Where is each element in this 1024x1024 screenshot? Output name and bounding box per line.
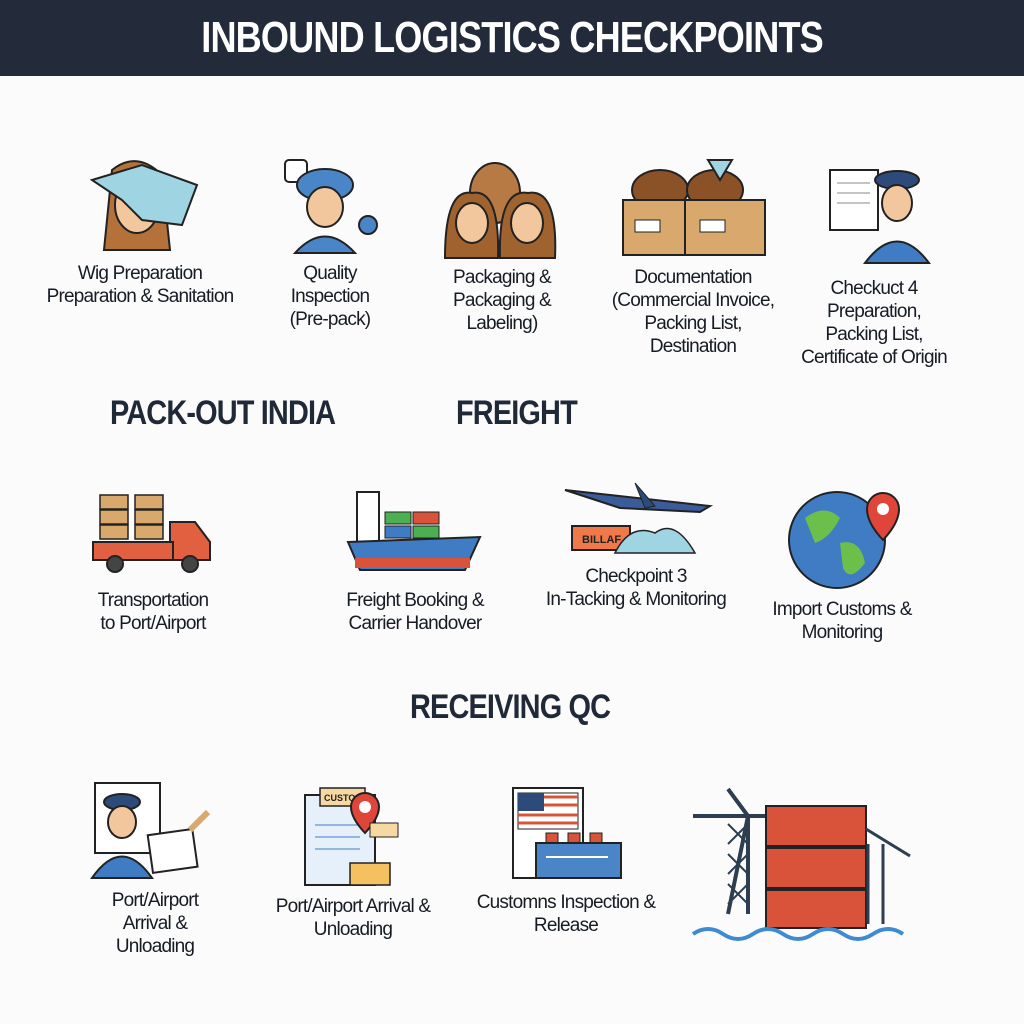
checkpoint-quality-inspection: Quality Inspection (Pre-pack) [290, 262, 371, 331]
section-freight: FREIGHT [456, 394, 578, 432]
checkpoint-4: Checkuct 4 Preparation, Packing List, Ce… [801, 277, 948, 369]
page-title: INBOUND LOGISTICS CHECKPOINTS [201, 13, 824, 62]
label-line: Packaging & [453, 290, 552, 311]
wig-washing-icon [89, 160, 199, 251]
checkpoint-port-arrival-2: Port/Airport Arrival & Unloading [276, 895, 431, 941]
label-line: Packaging & [453, 267, 552, 288]
label-line: (Pre-pack) [289, 309, 371, 330]
cargo-ship-icon [346, 491, 482, 571]
checkpoint-wig-preparation: Wig Preparation Preparation & Sanitation [46, 262, 235, 308]
customs-officer-icon [90, 782, 211, 879]
label-line: Freight Booking & [346, 590, 484, 611]
boxes-icon [622, 159, 766, 256]
checkpoint-import-customs: Import Customs & Monitoring [772, 598, 912, 644]
checkpoint-3: Checkpoint 3 In-Tacking & Monitoring [545, 565, 727, 611]
label-line: Port/Airport [111, 890, 199, 911]
label-line: (Commercial Invoice, [611, 290, 775, 311]
label-line: Labeling) [466, 313, 539, 334]
label-line: Release [533, 915, 599, 936]
billaf-tag: BILLAF [582, 534, 621, 546]
port-crane-icon [691, 787, 911, 941]
section-pack-out-india: PACK-OUT INDIA [110, 394, 336, 432]
label-line: Import Customs & [772, 599, 912, 620]
customs-document-icon: CUSTO [304, 787, 399, 886]
label-line: Checkuct 4 [830, 278, 918, 299]
truck-icon [92, 494, 211, 573]
label-line: Port/Airport Arrival & [275, 896, 431, 917]
label-line: Wig Preparation [77, 263, 203, 284]
label-line: Packing List, [644, 313, 742, 334]
checkpoint-transportation: Transportation to Port/Airport [98, 589, 209, 635]
airplane-icon: BILLAF [564, 482, 714, 554]
wigs-icon [443, 162, 557, 259]
label-line: Checkpoint 3 [585, 566, 687, 587]
checkpoint-freight-booking: Freight Booking & Carrier Handover [346, 589, 484, 635]
label-line: Packing List, [825, 324, 923, 345]
officer-documents-icon [829, 169, 931, 264]
inspector-icon [284, 159, 378, 254]
checkpoint-documentation: Documentation (Commercial Invoice, Packi… [611, 266, 775, 358]
label-line: In-Tacking & Monitoring [545, 589, 727, 610]
flag-inspection-icon [512, 787, 622, 879]
label-line: Unloading [313, 919, 393, 940]
label-line: Preparation, [827, 301, 922, 322]
checkpoint-customs-inspection: Customns Inspection & Release [477, 891, 656, 937]
globe-pin-icon [788, 491, 901, 589]
label-line: Arrival & [122, 913, 188, 934]
header-banner: INBOUND LOGISTICS CHECKPOINTS [0, 0, 1024, 76]
label-line: Unloading [115, 936, 195, 957]
label-line: Monitoring [801, 622, 884, 643]
checkpoint-packaging: Packaging & Packaging & Labeling) [453, 266, 552, 335]
custo-tag: CUSTO [324, 793, 355, 803]
label-line: Carrier Handover [348, 613, 483, 634]
checkpoint-port-arrival-1: Port/Airport Arrival & Unloading [112, 889, 199, 958]
label-line: Quality [303, 263, 357, 284]
label-line: Customns Inspection & [476, 892, 656, 913]
label-line: Preparation & Sanitation [46, 286, 235, 307]
label-line: Documentation [634, 267, 752, 288]
label-line: Inspection [290, 286, 370, 307]
label-line: Destination [649, 336, 737, 357]
label-line: Certificate of Origin [801, 347, 948, 368]
section-receiving-qc: RECEIVING QC [410, 688, 611, 726]
label-line: to Port/Airport [100, 613, 206, 634]
label-line: Transportation [97, 590, 209, 611]
